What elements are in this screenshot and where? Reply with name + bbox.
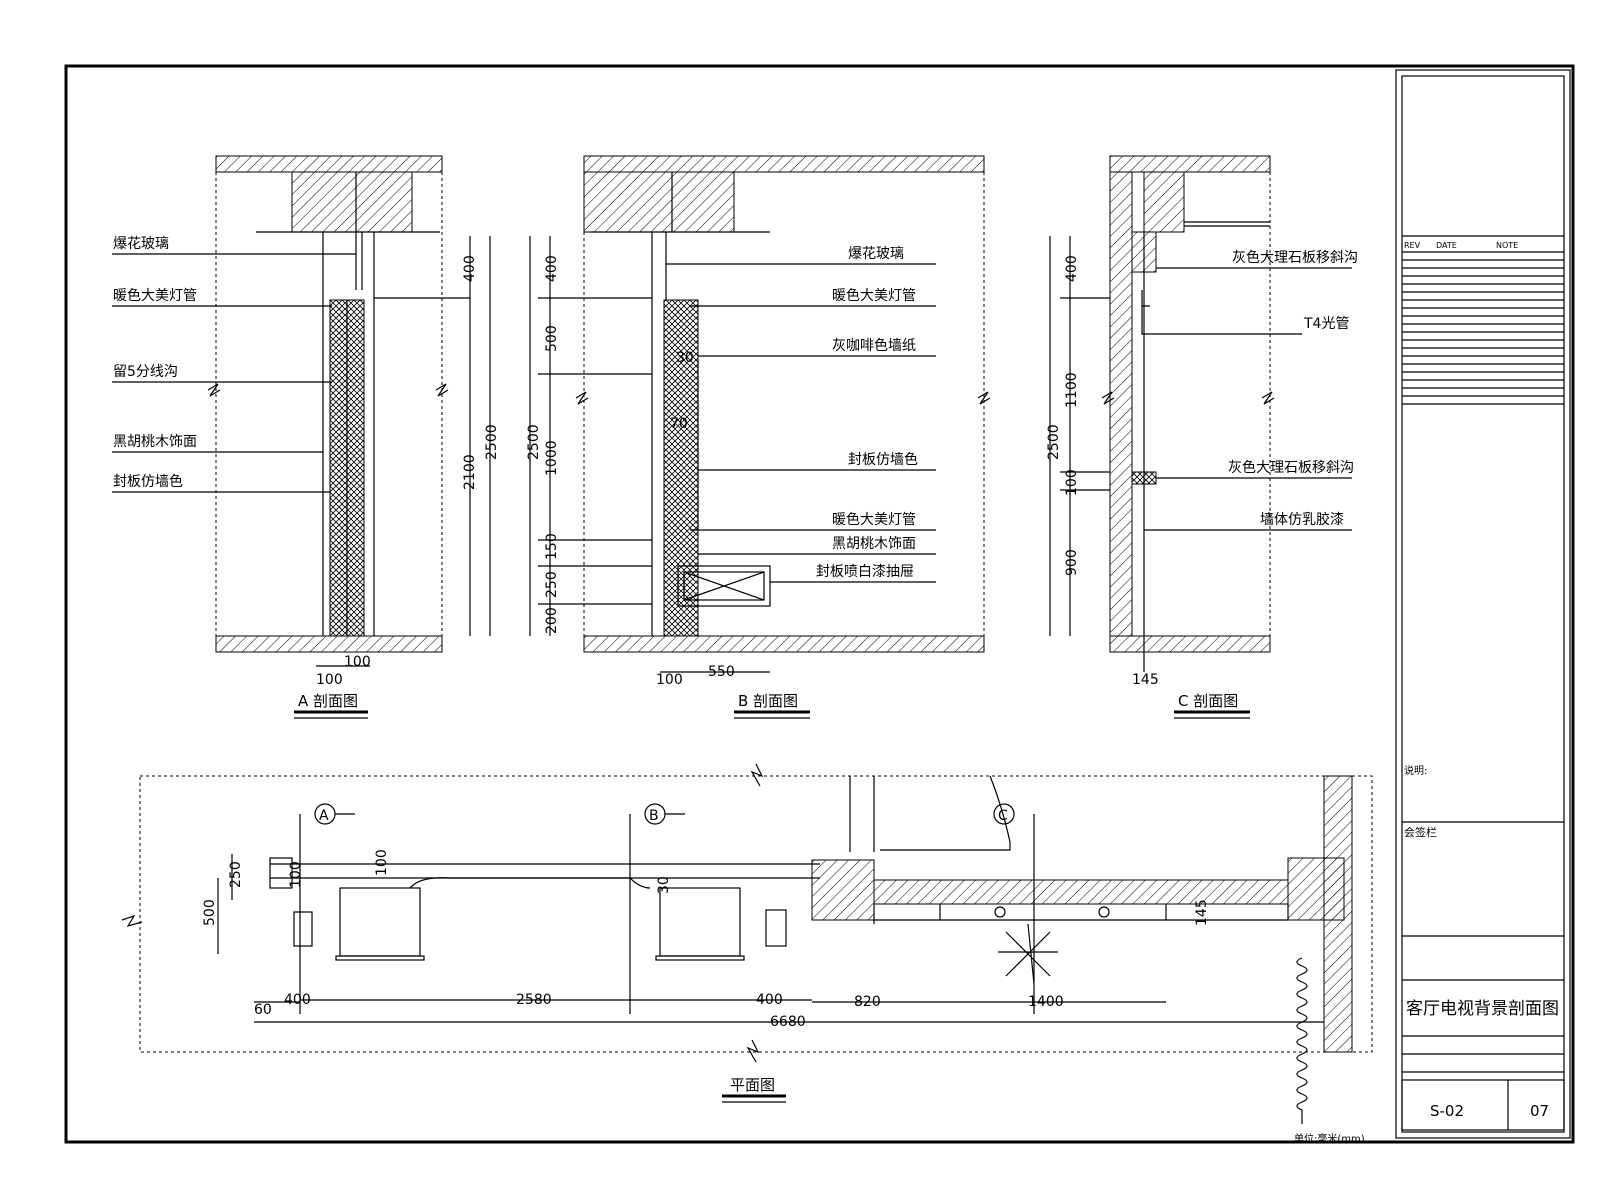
b-label-2: 暖色大美灯管 <box>832 287 916 304</box>
b-label-5: 暖色大美灯管 <box>832 511 916 528</box>
plan-dim-400b: 400 <box>756 992 783 1008</box>
plan-dim-100b: 100 <box>374 849 390 876</box>
plan-dim-400a: 400 <box>284 992 311 1008</box>
plan-dim-60: 60 <box>254 1002 272 1018</box>
plan-marker-c <box>993 803 1015 825</box>
b-dim-500: 500 <box>544 325 560 352</box>
a-dim-400: 400 <box>462 255 478 282</box>
plan-view: A B C 250 500 100 100 30 145 60 400 2580… <box>121 763 1373 1145</box>
plan-dim-820: 820 <box>854 994 881 1010</box>
plan-dim-30: 30 <box>656 876 672 894</box>
c-label-4: 墙体仿乳胶漆 <box>1260 511 1344 528</box>
b-dim-550: 550 <box>708 664 735 680</box>
c-label-2: T4光管 <box>1303 316 1349 332</box>
b-dim-150: 150 <box>544 533 560 560</box>
a-dim-100b: 100 <box>316 672 343 688</box>
b-dim-250: 250 <box>544 571 560 598</box>
rev-header-rev: REV <box>1404 241 1421 250</box>
b-dim-400: 400 <box>544 255 560 282</box>
a-section-title: A 剖面图 <box>298 692 358 710</box>
a-dim-2100: 2100 <box>462 454 478 490</box>
b-label-3: 灰咖啡色墙纸 <box>832 337 916 354</box>
c-dim-1100: 1100 <box>1064 372 1080 408</box>
plan-dim-250: 250 <box>228 861 244 888</box>
section-a: 爆花玻璃 暖色大美灯管 留5分线沟 黑胡桃木饰面 封板仿墙色 400 2100 … <box>112 155 500 719</box>
plan-dim-100a: 100 <box>288 861 304 888</box>
sheet-border <box>64 64 1575 1144</box>
section-c: 灰色大理石板移斜沟 T4光管 灰色大理石板移斜沟 墙体仿乳胶漆 2500 400… <box>1046 155 1358 719</box>
unit-note: 单位:毫米(mm) <box>1294 1132 1365 1145</box>
drawing-number: S-02 <box>1430 1102 1464 1120</box>
b-dim-1000: 1000 <box>544 440 560 476</box>
c-label-1: 灰色大理石板移斜沟 <box>1232 249 1358 266</box>
a-label-5: 封板仿墙色 <box>113 473 183 490</box>
b-label-6: 黑胡桃木饰面 <box>832 536 916 552</box>
c-dim-900: 900 <box>1064 549 1080 576</box>
b-section-title: B 剖面图 <box>738 692 798 710</box>
plan-marker-b-label: B <box>649 808 659 824</box>
plan-dim-2580: 2580 <box>516 992 552 1008</box>
c-dim-2500: 2500 <box>1046 424 1062 460</box>
c-section-title: C 剖面图 <box>1178 692 1238 710</box>
rev-header-date: DATE <box>1436 241 1457 250</box>
b-dim-100: 100 <box>656 672 683 688</box>
plan-dim-500: 500 <box>202 899 218 926</box>
b-label-1: 爆花玻璃 <box>848 245 904 262</box>
title-block: REV DATE NOTE 说明: 会签栏 客厅电视背景剖面图 S-02 07 <box>1395 69 1571 1139</box>
plan-dim-1400: 1400 <box>1028 994 1064 1010</box>
a-label-2: 暖色大美灯管 <box>113 287 197 304</box>
a-dim-100a: 100 <box>344 654 371 670</box>
plan-marker-c-label: C <box>998 808 1008 824</box>
section-b: 爆花玻璃 暖色大美灯管 灰咖啡色墙纸 封板仿墙色 暖色大美灯管 黑胡桃木饰面 封… <box>526 155 991 719</box>
page-number: 07 <box>1530 1102 1549 1120</box>
a-label-4: 黑胡桃木饰面 <box>113 434 197 450</box>
c-dim-145: 145 <box>1132 672 1159 688</box>
b-dim-70: 70 <box>670 416 688 432</box>
notes-title: 说明: <box>1404 764 1427 777</box>
c-dim-400: 400 <box>1064 255 1080 282</box>
b-label-7: 封板喷白漆抽屉 <box>816 564 914 580</box>
a-label-1: 爆花玻璃 <box>113 235 169 252</box>
c-label-3: 灰色大理石板移斜沟 <box>1228 459 1354 476</box>
a-label-3: 留5分线沟 <box>113 364 178 380</box>
company-label: 会签栏 <box>1404 825 1437 839</box>
b-label-4: 封板仿墙色 <box>848 451 918 468</box>
plan-dim-6680: 6680 <box>770 1014 806 1030</box>
a-dim-2500: 2500 <box>484 424 500 460</box>
b-dim-2500: 2500 <box>526 424 542 460</box>
rev-header-note: NOTE <box>1496 241 1518 250</box>
plan-dim-145: 145 <box>1194 899 1210 926</box>
drawing-title: 客厅电视背景剖面图 <box>1406 999 1559 1019</box>
b-dim-200: 200 <box>544 607 560 634</box>
b-dim-30: 30 <box>676 350 694 366</box>
plan-marker-a-label: A <box>319 808 329 824</box>
plan-title: 平面图 <box>730 1076 775 1094</box>
c-dim-100: 100 <box>1064 469 1080 496</box>
